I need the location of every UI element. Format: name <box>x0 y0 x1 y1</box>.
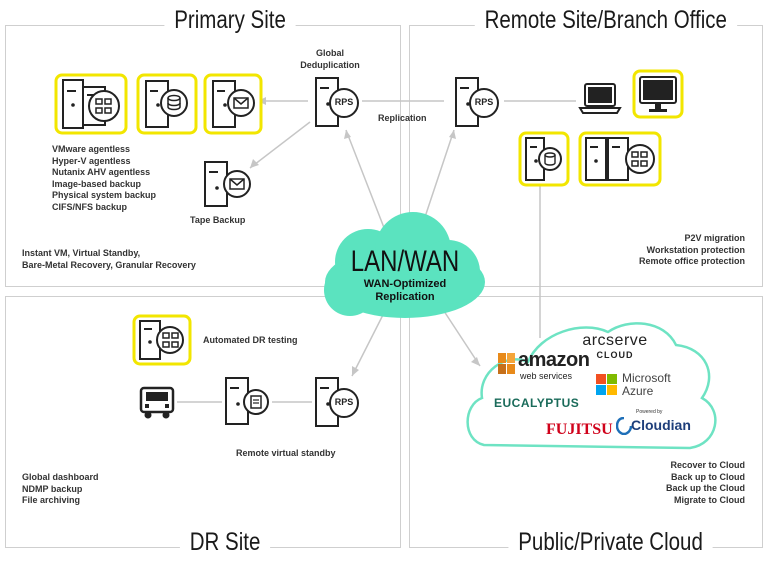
remote-virtual-standby-label: Remote virtual standby <box>236 448 336 458</box>
rps-label: RPS <box>334 397 354 407</box>
lan-wan-title: LAN/WAN <box>350 245 460 278</box>
lan-wan-cloud: LAN/WAN WAN-Optimized Replication <box>330 246 480 304</box>
remote-feature: Remote office protection <box>638 256 745 266</box>
cloud-feature: Migrate to Cloud <box>674 494 745 505</box>
server-file-icon <box>224 376 272 433</box>
server-mail-icon <box>203 73 263 140</box>
primary-feature: Hyper-V agentless <box>52 155 131 166</box>
rps-server-icon: RPS <box>454 76 502 135</box>
dr-feature: Global dashboard <box>22 472 99 482</box>
remote-feature: P2V migration <box>684 233 745 243</box>
remote-features-list: P2V migration Workstation protection Rem… <box>595 233 745 268</box>
server-database-icon <box>136 73 198 140</box>
primary-recovery-list: Instant VM, Virtual Standby, Bare-Metal … <box>22 248 196 270</box>
arcserve-logo: arcserve CLOUD <box>582 332 648 360</box>
rps-label: RPS <box>334 97 354 107</box>
primary-feature: CIFS/NFS backup <box>52 201 128 212</box>
primary-feature: Nutanix AHV agentless <box>52 167 151 177</box>
automated-dr-label: Automated DR testing <box>203 335 298 345</box>
dr-feature: File archiving <box>22 495 81 505</box>
dr-features-list: Global dashboard NDMP backup File archiv… <box>22 472 99 507</box>
replication-label: Replication <box>378 113 427 123</box>
primary-feature: Physical system backup <box>52 190 157 200</box>
laptop-icon <box>578 80 622 121</box>
server-vm-icon <box>54 73 128 140</box>
remote-feature: Workstation protection <box>646 244 745 255</box>
rps-server-icon: RPS <box>314 376 362 435</box>
cloud-site-title: Public/Private Cloud <box>508 528 713 557</box>
cloud-feature: Back up to Cloud <box>671 471 745 482</box>
truck-icon <box>138 385 176 426</box>
cloud-feature: Back up the Cloud <box>665 483 745 493</box>
eucalyptus-logo: EUCALYPTUS <box>494 396 580 410</box>
primary-feature: Image-based backup <box>52 178 142 189</box>
primary-feature: VMware agentless <box>52 144 131 154</box>
cloud-features-list: Recover to Cloud Back up to Cloud Back u… <box>595 460 745 506</box>
primary-features-list: VMware agentless Hyper-V agentless Nutan… <box>52 144 156 213</box>
rps-server-icon: RPS <box>314 76 362 135</box>
lan-wan-subtitle: Replication <box>375 291 435 303</box>
rps-label: RPS <box>474 97 494 107</box>
lan-wan-subtitle: WAN-Optimized <box>363 278 447 290</box>
monitor-icon <box>632 69 684 124</box>
cloud-feature: Recover to Cloud <box>670 460 745 470</box>
server-vm-icon <box>132 314 192 371</box>
dr-feature: NDMP backup <box>22 483 83 494</box>
tape-backup-label: Tape Backup <box>190 215 246 225</box>
server-vm-icon <box>578 131 662 192</box>
primary-site-title: Primary Site <box>164 6 296 35</box>
remote-site-title: Remote Site/Branch Office <box>474 6 737 35</box>
tape-backup-icon <box>203 160 255 215</box>
dr-site-title: DR Site <box>179 528 271 557</box>
fujitsu-logo: FUJITSU <box>546 421 613 438</box>
server-database-icon <box>518 131 570 192</box>
